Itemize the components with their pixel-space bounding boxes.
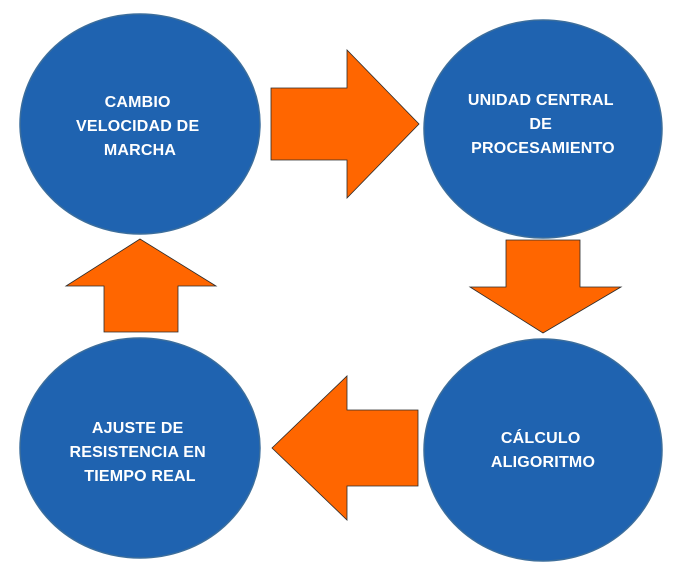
node-ajuste-line-3: TIEMPO REAL (84, 468, 196, 485)
arrow-left (271, 375, 419, 521)
node-calculo-label: CÁLCULO ALIGORITMO (491, 428, 595, 471)
arrow-up (64, 238, 218, 333)
node-calculo: CÁLCULO ALIGORITMO (423, 338, 663, 562)
node-cambio-line-1: CAMBIO (105, 94, 171, 111)
node-ajuste-label: AJUSTE DE RESISTENCIA EN TIEMPO REAL (69, 420, 210, 485)
node-ajuste-line-2: RESISTENCIA EN (69, 444, 205, 461)
node-cambio-line-3: MARCHA (104, 142, 177, 159)
arrow-down (468, 239, 623, 334)
node-ucp-line-2: DE (529, 116, 552, 133)
node-calculo-line-2: ALIGORITMO (491, 454, 595, 471)
node-cambio: CAMBIO VELOCIDAD DE MARCHA (19, 13, 261, 235)
node-ucp: UNIDAD CENTRAL DE PROCESAMIENTO (423, 19, 663, 239)
arrow-right (270, 49, 420, 199)
node-cambio-line-2: VELOCIDAD DE (76, 118, 199, 135)
node-ucp-circle (423, 19, 663, 239)
node-calculo-line-1: CÁLCULO (501, 428, 581, 447)
node-ucp-label: UNIDAD CENTRAL DE PROCESAMIENTO (468, 92, 618, 157)
node-ajuste-circle (19, 337, 261, 559)
node-cambio-label: CAMBIO VELOCIDAD DE MARCHA (76, 94, 204, 159)
node-calculo-circle (423, 338, 663, 562)
node-ucp-line-3: PROCESAMIENTO (471, 140, 615, 157)
node-ajuste-line-1: AJUSTE DE (92, 420, 184, 437)
node-cambio-circle (19, 13, 261, 235)
node-ajuste: AJUSTE DE RESISTENCIA EN TIEMPO REAL (19, 337, 261, 559)
node-ucp-line-1: UNIDAD CENTRAL (468, 92, 614, 109)
